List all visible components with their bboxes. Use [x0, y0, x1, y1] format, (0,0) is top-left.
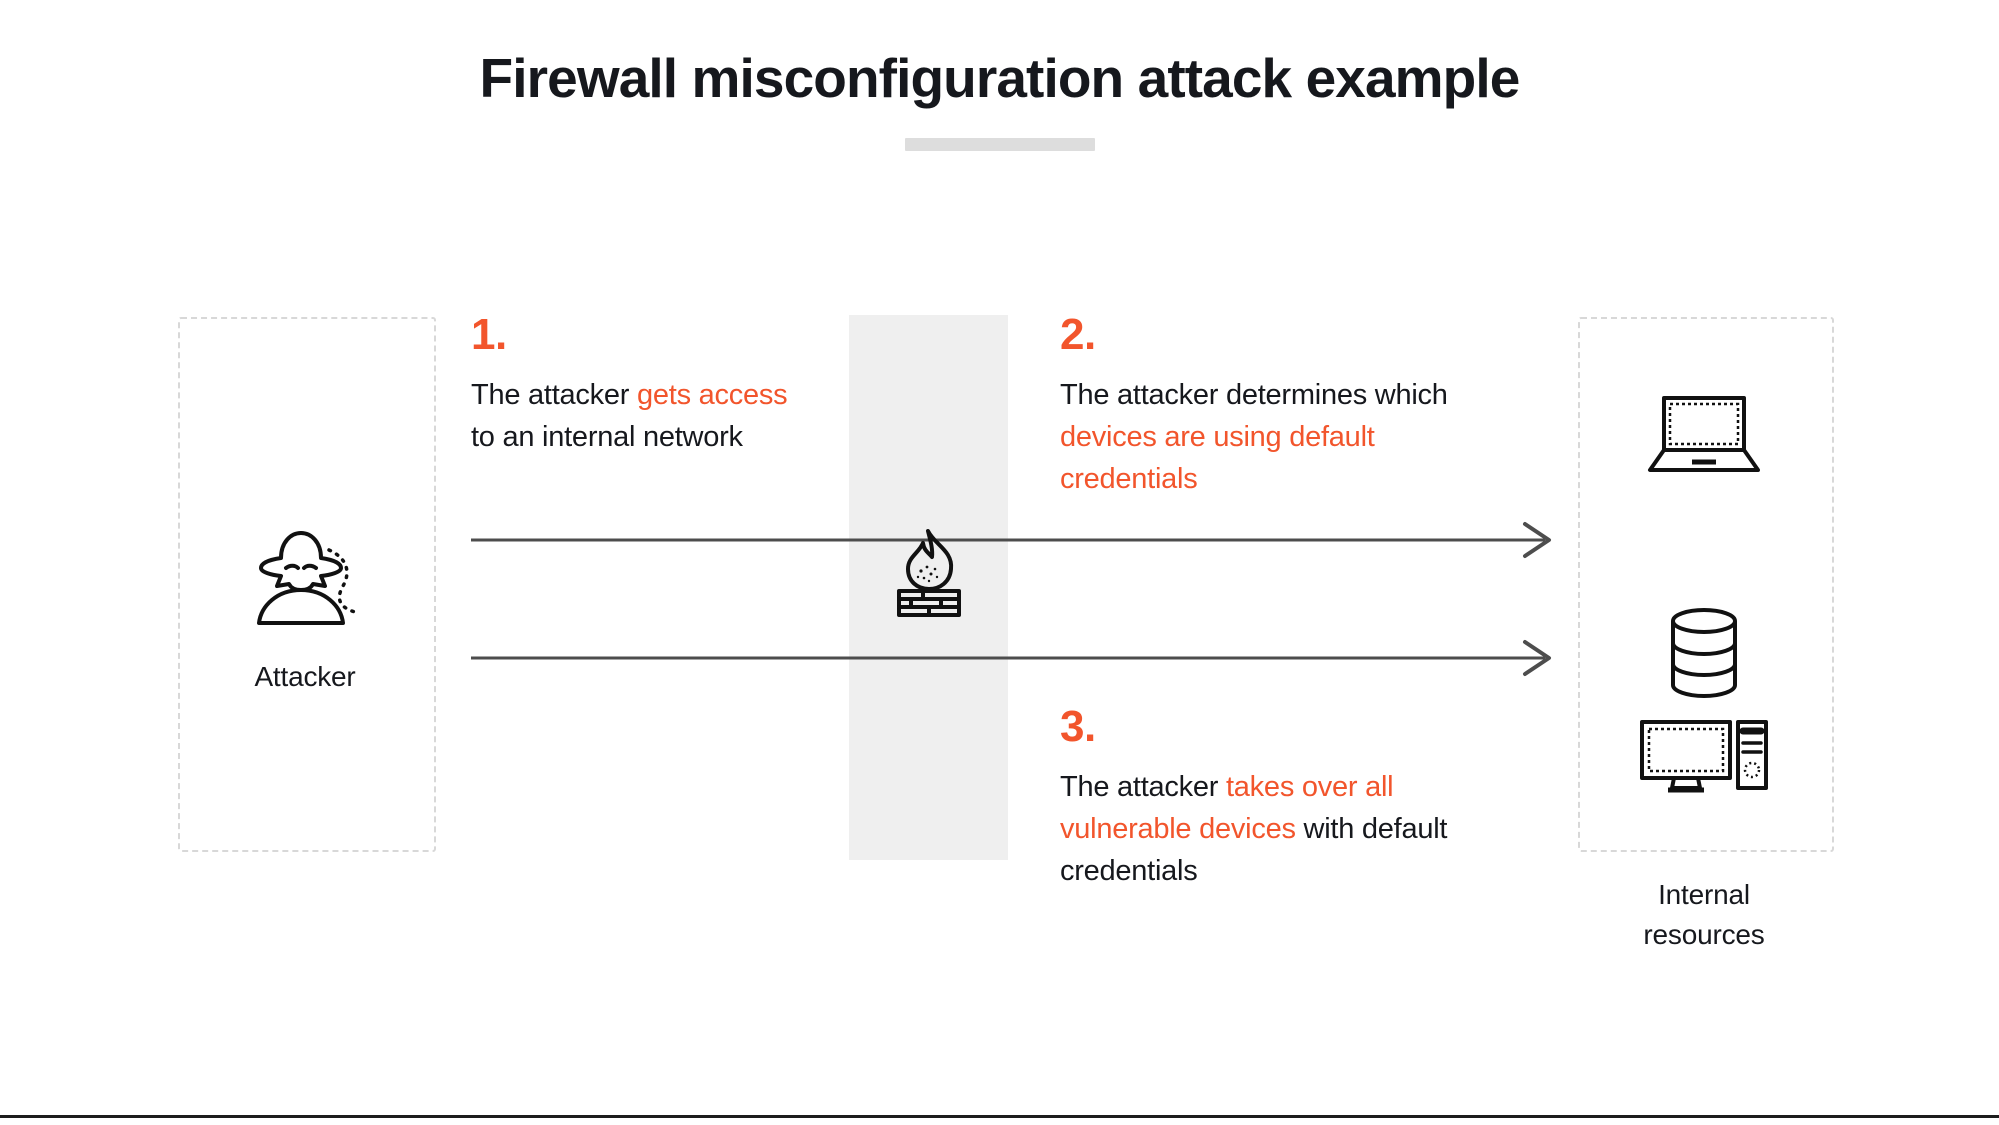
internal-resources-label-line2: resources — [1643, 918, 1765, 950]
attacker-zone-panel — [178, 317, 436, 852]
text-segment-1: devices are using default credentials — [1060, 420, 1375, 495]
firewall-flame-brick-icon — [897, 529, 961, 617]
step-3-body: The attacker takes over all vulnerable d… — [1060, 767, 1480, 892]
arrowhead-bottom — [1523, 640, 1551, 676]
desktop-computer-icon — [1640, 720, 1768, 793]
internal-resources-zone-panel — [1578, 317, 1834, 852]
step-2-body: The attacker determines which devices ar… — [1060, 375, 1480, 500]
attacker-label: Attacker — [254, 661, 356, 692]
text-segment-0: The attacker — [1060, 771, 1226, 803]
text-segment-2: with default credentials — [1060, 812, 1448, 887]
step-1-body: The attacker gets access to an internal … — [471, 375, 816, 459]
arrowhead-top — [1523, 522, 1551, 558]
step-1: 1. The attacker gets access to an intern… — [471, 313, 816, 459]
internal-resources-label: Internal resources — [1578, 875, 1830, 955]
text-segment-2: to an internal network — [471, 420, 743, 453]
title-block: Firewall misconfiguration attack example — [0, 47, 1999, 151]
laptop-icon — [1648, 396, 1760, 472]
title-divider — [904, 137, 1095, 151]
attacker-spy-icon — [257, 531, 357, 625]
footer-rule — [0, 1115, 1999, 1118]
step-3: 3. The attacker takes over all vulnerabl… — [1060, 705, 1480, 892]
page-title: Firewall misconfiguration attack example — [479, 47, 1521, 109]
step-1-number: 1. — [471, 310, 507, 359]
text-segment-0: The attacker determines which — [1060, 379, 1448, 411]
step-3-number: 3. — [1060, 702, 1096, 751]
step-2: 2. The attacker determines which devices… — [1060, 313, 1480, 500]
step-2-number: 2. — [1060, 310, 1096, 359]
text-segment-1: gets access — [637, 379, 788, 411]
database-icon — [1671, 608, 1737, 698]
internal-resources-label-line1: Internal — [1658, 879, 1750, 910]
text-segment-0: The attacker — [471, 379, 637, 411]
text-segment-1: takes over all vulnerable devices — [1060, 771, 1394, 845]
